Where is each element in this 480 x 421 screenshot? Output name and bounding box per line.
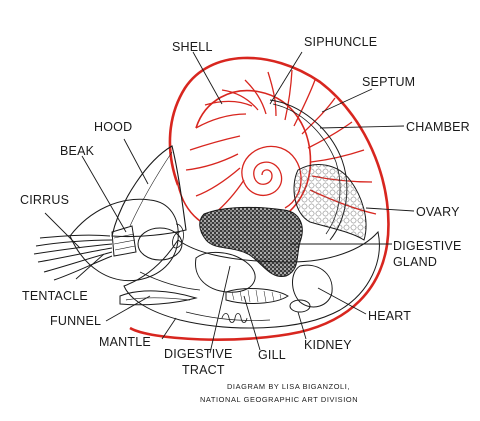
label-digestive-gland-line2: GLAND (393, 255, 437, 269)
ovary-shape (293, 164, 367, 241)
label-beak: BEAK (60, 144, 95, 158)
label-cirrus: CIRRUS (20, 193, 69, 207)
animal-body (33, 145, 380, 329)
label-gill: GILL (258, 348, 286, 362)
mantle-body (123, 230, 380, 329)
label-heart: HEART (368, 309, 411, 323)
label-shell: SHELL (172, 40, 213, 54)
head-stippled (69, 198, 179, 282)
tract-coil (221, 313, 248, 323)
kidney-shape (289, 299, 311, 313)
label-ovary: OVARY (416, 205, 460, 219)
credit-line-1: DIAGRAM BY LISA BIGANZOLI, (227, 382, 350, 391)
credit: DIAGRAM BY LISA BIGANZOLI, NATIONAL GEOG… (200, 382, 358, 404)
digestive-gland-shape (199, 206, 303, 278)
cirri (33, 234, 113, 281)
label-chamber: CHAMBER (406, 120, 470, 134)
label-septum: SEPTUM (362, 75, 415, 89)
leader-lines (44, 51, 415, 354)
shell-spiral (241, 145, 302, 209)
label-siphuncle: SIPHUNCLE (304, 35, 377, 49)
label-funnel: FUNNEL (50, 314, 101, 328)
label-digestive-gland-line1: DIGESTIVE (393, 239, 461, 253)
heart-shape (292, 264, 333, 308)
label-kidney: KIDNEY (304, 338, 352, 352)
label-digestive-tract-line2: TRACT (182, 363, 225, 377)
label-hood: HOOD (94, 120, 132, 134)
beak-shape (111, 225, 137, 257)
credit-line-2: NATIONAL GEOGRAPHIC ART DIVISION (200, 395, 358, 404)
labels: SHELL SIPHUNCLE SEPTUM CHAMBER HOOD BEAK… (20, 35, 470, 377)
crop-shape (195, 252, 256, 293)
label-digestive-tract-line1: DIGESTIVE (164, 347, 232, 361)
gill-shape (225, 288, 289, 304)
hood-shape (111, 145, 187, 238)
label-tentacle: TENTACLE (22, 289, 88, 303)
label-mantle: MANTLE (99, 335, 151, 349)
buccal-mass (137, 227, 183, 261)
shell-outer-wall (129, 56, 390, 341)
